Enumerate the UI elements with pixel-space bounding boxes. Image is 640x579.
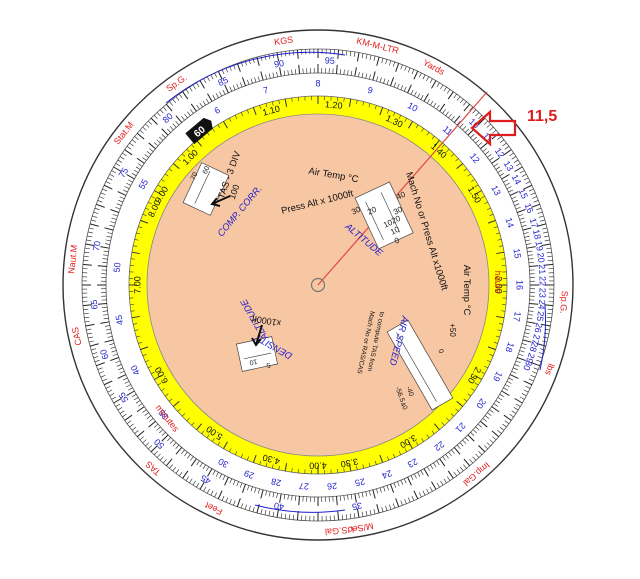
outer-scale-label: 25	[535, 311, 546, 322]
yellow-band-label: 4.00	[309, 461, 327, 471]
outer-scale-label: 21	[537, 264, 548, 275]
outer-scale-label: 95	[324, 55, 335, 66]
inner-scale-label: 15	[511, 248, 522, 259]
inner-scale-label: 8	[315, 78, 320, 88]
yellow-band-label: 7.00	[132, 276, 142, 294]
outer-scale-label: 23	[537, 288, 547, 298]
inner-scale-label: 16	[515, 280, 525, 290]
air-temp-right-label: Air Temp °C	[461, 265, 472, 316]
inner-scale-label: 25	[354, 476, 366, 488]
outer-scale-label: 65	[89, 299, 100, 310]
hours-label: hours	[493, 271, 503, 294]
outer-scale-label: 20	[535, 252, 546, 263]
outer-scale-label: 35	[351, 500, 363, 512]
inner-scale-label: 50	[112, 262, 123, 273]
plus50-label: +50	[448, 323, 457, 337]
inner-scale-label: 17	[511, 311, 522, 322]
inner-scale-label: 26	[327, 481, 338, 492]
inner-scale-label: 28	[270, 476, 282, 488]
inner-scale-label: 45	[114, 314, 126, 326]
outer-unit-marker: Sp.G.	[558, 290, 570, 314]
outer-scale-label: 22	[538, 276, 548, 286]
outer-scale-label: 26	[533, 322, 545, 334]
inner-scale-label: 27	[299, 481, 310, 492]
outer-scale-label: 70	[91, 240, 103, 252]
outer-scale-label: 19	[533, 240, 545, 252]
yellow-band-label: 1.20	[325, 99, 343, 110]
outer-scale-label: 90	[273, 58, 285, 70]
annotation-value: 11,5	[527, 108, 557, 125]
